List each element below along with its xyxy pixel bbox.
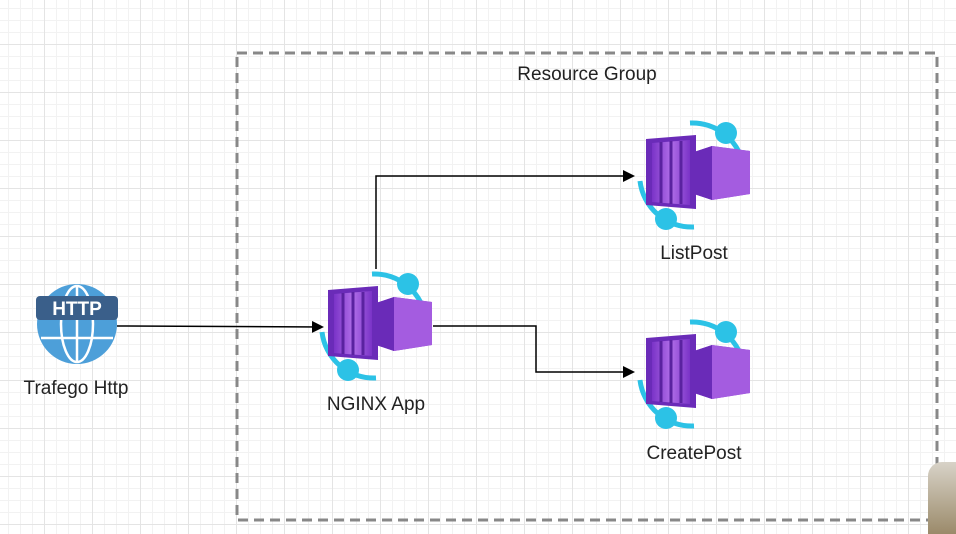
resource-group-boundary (235, 51, 939, 522)
listpost-container-app-icon[interactable] (640, 122, 750, 230)
listpost-node-label: ListPost (660, 243, 728, 264)
edge-nginx-to-createpost (433, 325, 635, 378)
http-node-label: Trafego Http (23, 378, 129, 399)
globe-http-icon[interactable]: HTTP (36, 284, 118, 364)
edge-nginx-to-listpost (375, 170, 635, 269)
http-badge-text: HTTP (52, 299, 102, 320)
nginx-container-app-icon[interactable] (322, 273, 432, 381)
presenter-avatar (928, 462, 956, 534)
resource-group-label: Resource Group (517, 64, 657, 85)
nginx-node-label: NGINX App (326, 394, 426, 415)
edge-http-to-nginx (116, 320, 324, 333)
createpost-container-app-icon[interactable] (640, 321, 750, 429)
createpost-node-label: CreatePost (646, 443, 742, 464)
